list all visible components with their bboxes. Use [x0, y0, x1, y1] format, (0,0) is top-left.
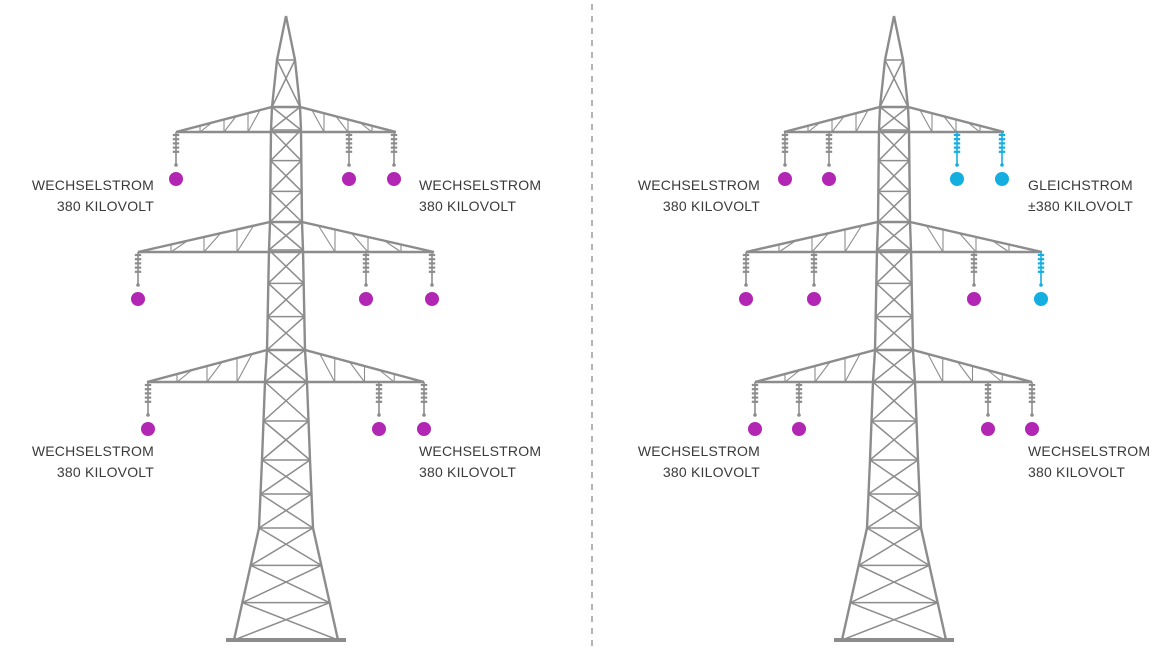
label-right-top-left: WECHSELSTROM 380 KILOVOLT — [614, 175, 760, 217]
cross-arm-struts — [176, 353, 395, 383]
right-tower — [739, 15, 1048, 642]
insulator-ac — [390, 132, 398, 167]
tower-lattice — [841, 15, 947, 641]
ac-conductor — [359, 292, 373, 306]
ac-conductor — [387, 172, 401, 186]
insulator-ac — [172, 132, 180, 167]
ac-conductor — [372, 422, 386, 436]
ac-conductor — [967, 292, 981, 306]
ac-conductor — [748, 422, 762, 436]
label-type: WECHSELSTROM — [31, 443, 154, 459]
cross-arm — [745, 220, 1043, 254]
label-right-bottom-left: WECHSELSTROM 380 KILOVOLT — [614, 441, 760, 483]
ac-conductor — [739, 292, 753, 306]
label-voltage: 380 KILOVOLT — [1028, 464, 1126, 480]
label-voltage: 380 KILOVOLT — [56, 464, 154, 480]
insulator-dc — [1037, 252, 1045, 287]
cross-arm — [146, 348, 425, 384]
label-type: WECHSELSTROM — [637, 443, 760, 459]
insulator-ac — [984, 382, 992, 417]
label-type: GLEICHSTROM — [1028, 177, 1133, 193]
insulator-ac — [134, 252, 142, 287]
ac-conductor — [417, 422, 431, 436]
insulator-dc — [953, 132, 961, 167]
label-type: WECHSELSTROM — [637, 177, 760, 193]
ac-conductor — [778, 172, 792, 186]
label-left-top-left: WECHSELSTROM 380 KILOVOLT — [10, 175, 154, 217]
insulator-ac — [1028, 382, 1036, 417]
label-voltage: 380 KILOVOLT — [419, 198, 517, 214]
label-type: WECHSELSTROM — [419, 177, 542, 193]
label-left-bottom-right: WECHSELSTROM 380 KILOVOLT — [419, 441, 541, 483]
ac-conductor — [141, 422, 155, 436]
label-voltage: 380 KILOVOLT — [56, 198, 154, 214]
tower-lattice — [233, 15, 339, 641]
ac-conductor — [792, 422, 806, 436]
dc-conductor — [950, 172, 964, 186]
insulator-ac — [751, 382, 759, 417]
ac-conductor — [131, 292, 145, 306]
label-voltage: 380 KILOVOLT — [419, 464, 517, 480]
label-right-bottom-right: WECHSELSTROM 380 KILOVOLT — [1028, 441, 1150, 483]
label-voltage: 380 KILOVOLT — [662, 198, 760, 214]
insulator-ac — [795, 382, 803, 417]
dc-conductor — [995, 172, 1009, 186]
label-voltage: 380 KILOVOLT — [662, 464, 760, 480]
insulator-ac — [970, 252, 978, 287]
cross-arm — [783, 105, 1005, 134]
cross-arm-struts — [784, 353, 1003, 383]
insulator-ac — [825, 132, 833, 167]
label-left-top-right: WECHSELSTROM 380 KILOVOLT — [419, 175, 541, 217]
label-left-bottom-left: WECHSELSTROM 380 KILOVOLT — [10, 441, 154, 483]
cross-arm-struts — [170, 225, 402, 253]
label-voltage: ±380 KILOVOLT — [1028, 198, 1133, 214]
insulator-ac — [810, 252, 818, 287]
ac-conductor — [425, 292, 439, 306]
ac-conductor — [1025, 422, 1039, 436]
insulator-ac — [362, 252, 370, 287]
insulator-ac — [345, 132, 353, 167]
label-type: WECHSELSTROM — [419, 443, 542, 459]
insulator-ac — [375, 382, 383, 417]
insulator-ac — [428, 252, 436, 287]
cross-arm-struts — [199, 109, 373, 133]
cross-arm-struts — [807, 109, 981, 133]
label-right-top-right: GLEICHSTROM ±380 KILOVOLT — [1028, 175, 1133, 217]
insulator-ac — [420, 382, 428, 417]
cross-arm-struts — [778, 225, 1010, 253]
tower-frame — [840, 15, 948, 641]
insulator-ac — [742, 252, 750, 287]
left-tower — [131, 15, 439, 642]
insulator-ac — [144, 382, 152, 417]
label-type: WECHSELSTROM — [1028, 443, 1151, 459]
cross-arm — [137, 220, 435, 254]
dc-conductor — [1034, 292, 1048, 306]
ac-conductor — [169, 172, 183, 186]
ac-conductor — [807, 292, 821, 306]
tower-frame — [232, 15, 340, 641]
insulator-dc — [998, 132, 1006, 167]
ac-conductor — [981, 422, 995, 436]
cross-arm — [175, 105, 397, 134]
label-type: WECHSELSTROM — [31, 177, 154, 193]
insulator-ac — [781, 132, 789, 167]
cross-arm — [754, 348, 1033, 384]
ac-conductor — [822, 172, 836, 186]
ac-conductor — [342, 172, 356, 186]
